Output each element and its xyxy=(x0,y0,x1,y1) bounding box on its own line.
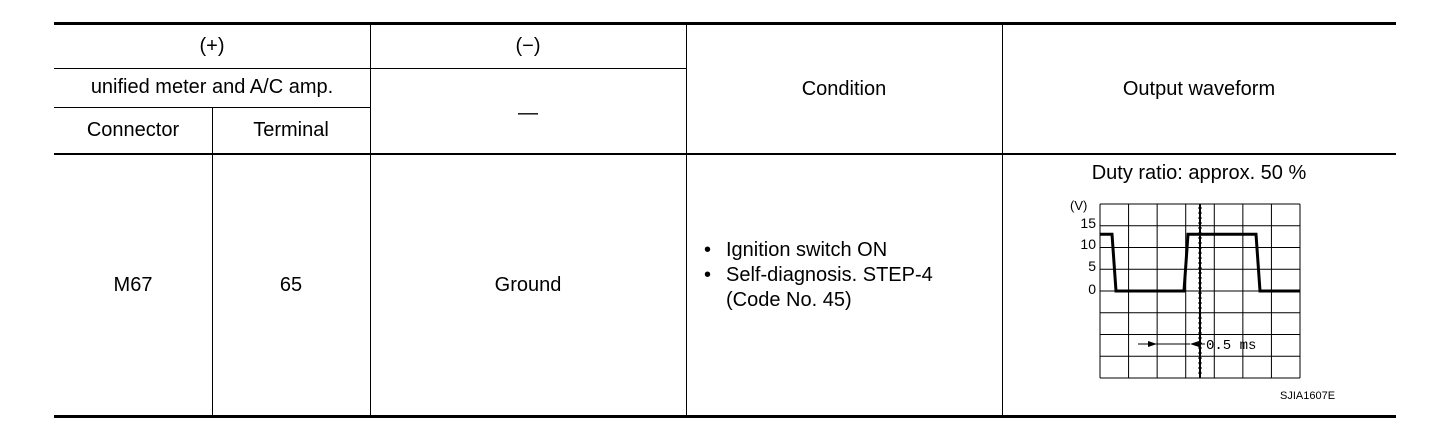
time-scale-label: 0.5 ms xyxy=(1206,338,1256,354)
col-divider-terminal xyxy=(370,25,371,416)
y-tick-label: 0 xyxy=(1088,281,1096,297)
condition-text: (Code No. 45) xyxy=(726,289,852,311)
header-divider-1 xyxy=(54,68,370,69)
header-output-waveform: Output waveform xyxy=(1122,77,1276,100)
table-bottom-rule xyxy=(54,415,1396,418)
header-terminal: Terminal xyxy=(253,118,329,141)
connector-value: M67 xyxy=(113,273,153,296)
bullet: • xyxy=(704,239,712,261)
condition-item: • Self-diagnosis. STEP-4 xyxy=(704,263,933,288)
col-divider-ground xyxy=(686,25,687,416)
condition-item: (Code No. 45) xyxy=(704,288,933,313)
header-minus: (−) xyxy=(515,35,541,57)
col-divider-condition xyxy=(1002,25,1003,416)
header-condition: Condition xyxy=(801,77,887,100)
header-minus-value: — xyxy=(518,102,538,124)
col-divider-connector xyxy=(212,107,213,416)
terminal-value: 65 xyxy=(279,273,303,296)
table-header-rule xyxy=(54,153,1396,155)
condition-list: • Ignition switch ON • Self-diagnosis. S… xyxy=(704,238,933,313)
condition-text: Self-diagnosis. STEP-4 xyxy=(726,264,933,286)
y-unit-label: (V) xyxy=(1070,198,1087,213)
y-tick-label: 15 xyxy=(1080,215,1096,231)
figure-code: SJIA1607E xyxy=(1280,390,1336,402)
duty-ratio-label: Duty ratio: approx. 50 % xyxy=(1091,162,1307,184)
header-unit: unified meter and A/C amp. xyxy=(90,76,334,98)
y-tick-label: 5 xyxy=(1088,258,1096,274)
waveform-trace xyxy=(1100,232,1300,293)
table-top-rule xyxy=(54,22,1396,25)
header-connector: Connector xyxy=(86,118,180,141)
header-plus: (+) xyxy=(199,35,225,57)
output-waveform-figure: (V) 15 10 5 0 0.5 ms xyxy=(1070,198,1301,379)
condition-item: • Ignition switch ON xyxy=(704,238,933,263)
y-tick-label: 10 xyxy=(1080,236,1096,252)
time-span-indicator xyxy=(1138,341,1205,347)
bullet: • xyxy=(704,264,712,286)
ground-value: Ground xyxy=(494,273,562,296)
header-divider-minus xyxy=(370,68,687,69)
condition-text: Ignition switch ON xyxy=(726,239,888,261)
